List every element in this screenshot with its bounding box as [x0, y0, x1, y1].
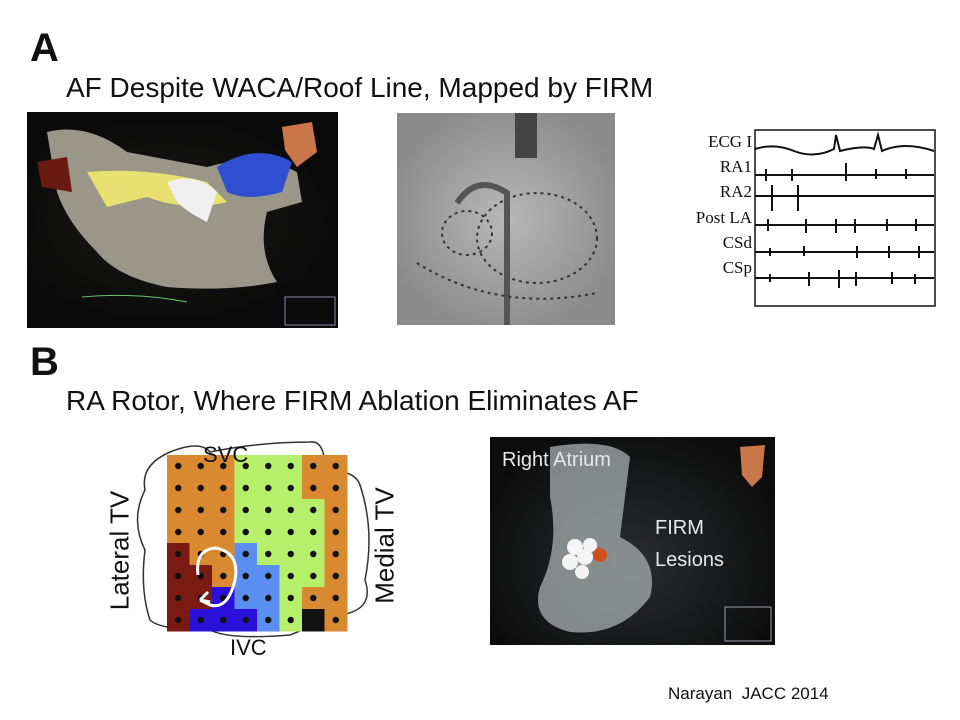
ecg-label: ECG I [708, 132, 752, 151]
lesions-label: Lesions [655, 549, 724, 571]
electrode-dot [197, 484, 204, 492]
electrode-dot [175, 506, 182, 514]
fluoroscopy-image [397, 113, 615, 325]
electrode-dot [197, 506, 204, 514]
electrode-dot [332, 484, 339, 492]
electrode-dot [220, 462, 227, 470]
electrode-dot [220, 572, 227, 580]
electrode-dot [287, 550, 294, 558]
electrode-dot [242, 462, 249, 470]
electrode-dot [287, 528, 294, 536]
electrode-dot [265, 528, 272, 536]
electrode-dot [310, 616, 317, 624]
electrode-dot [175, 484, 182, 492]
electrode-dot [265, 616, 272, 624]
electrode-dot [242, 484, 249, 492]
panel-a-letter: A [30, 26, 59, 70]
electrode-dot [332, 594, 339, 602]
electrode-dot [265, 462, 272, 470]
electrode-dot [310, 528, 317, 536]
electrode-dot [310, 594, 317, 602]
electrode-dot [332, 462, 339, 470]
electrode-dot [220, 616, 227, 624]
panel-b-letter: B [30, 340, 59, 384]
electrode-dot [242, 528, 249, 536]
electrode-dot [287, 462, 294, 470]
electrode-dot [332, 616, 339, 624]
electrode-dot [287, 484, 294, 492]
ivc-label: IVC [230, 635, 267, 660]
medial-tv-label: Medial TV [369, 487, 400, 604]
electrode-dot [310, 462, 317, 470]
electrode-dot [265, 550, 272, 558]
electrode-dot [175, 616, 182, 624]
electrode-dot [242, 550, 249, 558]
electrode-dot [332, 528, 339, 536]
ecg-label: CSd [722, 233, 752, 252]
electrode-dot [175, 462, 182, 470]
ecg-label: RA2 [719, 182, 752, 201]
right-atrium-label: Right Atrium [502, 449, 611, 471]
electrode-dot [310, 572, 317, 580]
electrode-dot [287, 572, 294, 580]
left-atrium-map-image [27, 112, 338, 328]
electrode-dot [310, 550, 317, 558]
lateral-tv-label: Lateral TV [104, 490, 135, 611]
right-atrium-ablation-image: Right Atrium FIRM Lesions [490, 437, 775, 645]
electrode-dot [287, 616, 294, 624]
svc-label: SVC [203, 442, 249, 467]
electrode-dot [310, 506, 317, 514]
electrode-dot [175, 528, 182, 536]
electrode-dot [265, 506, 272, 514]
electrode-dot [265, 572, 272, 580]
electrode-dot [242, 506, 249, 514]
panel-a-title: AF Despite WACA/Roof Line, Mapped by FIR… [66, 72, 654, 103]
electrode-dot [265, 484, 272, 492]
electrode-dot [197, 616, 204, 624]
electrogram-panel: ECG I RA1 RA2 Post LA CSd CSp [670, 125, 940, 315]
electrode-dot [332, 550, 339, 558]
panel-b-title: RA Rotor, Where FIRM Ablation Eliminates… [66, 385, 639, 416]
electrogram-traces [754, 129, 936, 307]
citation: Narayan JACC 2014 [668, 684, 829, 703]
electrode-dot [220, 484, 227, 492]
electrode-dot [310, 484, 317, 492]
electrode-dot [197, 462, 204, 470]
ecg-label: CSp [722, 258, 752, 277]
electrode-dot [175, 594, 182, 602]
electrode-dot [332, 506, 339, 514]
electrode-dot [197, 528, 204, 536]
electrode-dot [242, 572, 249, 580]
ecg-label: RA1 [719, 157, 752, 176]
electrode-dot [287, 594, 294, 602]
rotor-map-grid [167, 455, 348, 632]
electrode-dot [242, 594, 249, 602]
electrode-dot [175, 572, 182, 580]
electrode-dot [265, 594, 272, 602]
electrode-dot [220, 506, 227, 514]
electrode-dot [287, 506, 294, 514]
firm-label: FIRM [655, 517, 704, 539]
ecg-label: Post LA [695, 208, 752, 227]
electrode-dot [332, 572, 339, 580]
electrode-dot [220, 528, 227, 536]
electrode-dot [175, 550, 182, 558]
rotor-map: SVC IVC Lateral TV Medial TV [100, 430, 440, 670]
electrode-dot [242, 616, 249, 624]
